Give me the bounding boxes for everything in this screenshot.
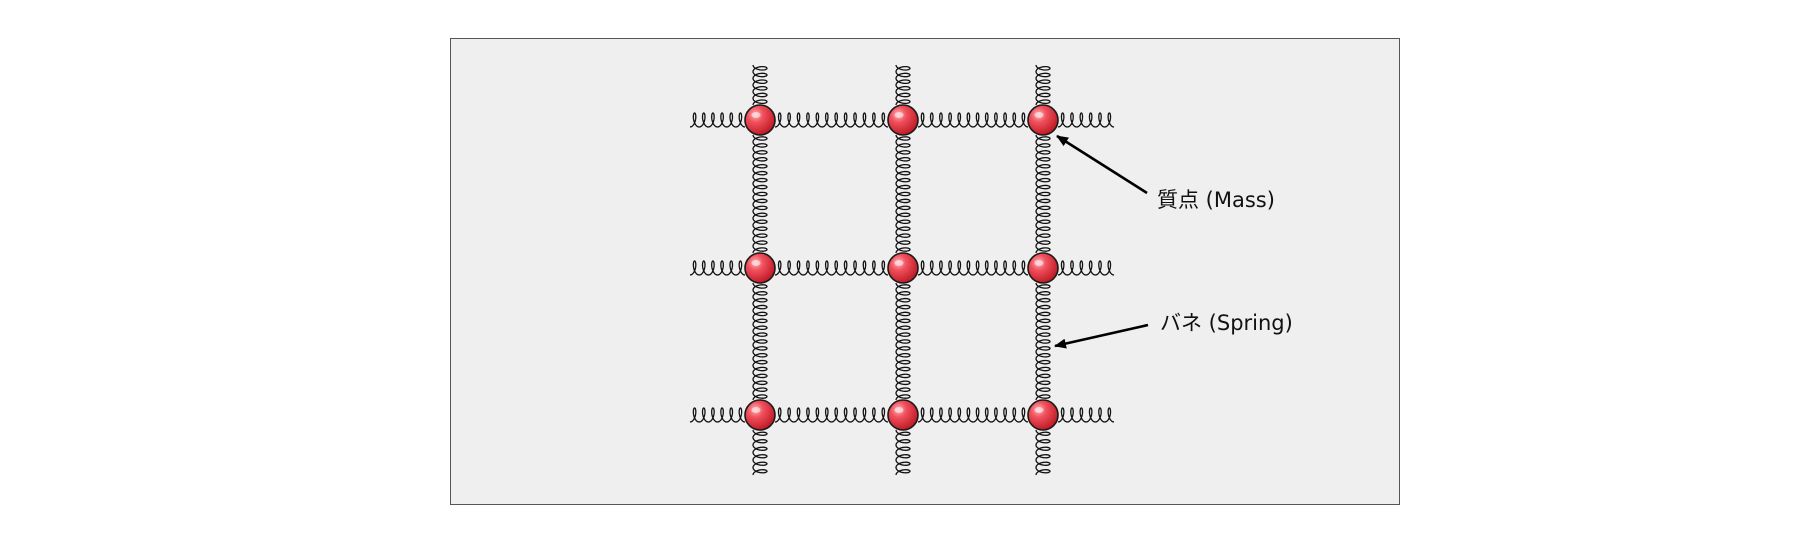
spring-stub-bottom-col1 xyxy=(752,429,768,476)
spring-stub-top-col1 xyxy=(752,64,768,106)
diagram-frame xyxy=(450,38,1400,505)
spring-horizontal-row3-col1 xyxy=(774,407,889,423)
mass-highlight xyxy=(1034,407,1044,413)
spring-vertical-col2-row2 xyxy=(895,282,911,401)
mass-highlight xyxy=(894,112,904,118)
mass-r2-c3 xyxy=(1027,252,1059,284)
spring-horizontal-row3-col2 xyxy=(917,407,1029,423)
spring-stub-right-row2 xyxy=(1057,260,1115,276)
spring-vertical-col2-row1 xyxy=(895,134,911,254)
mass-highlight xyxy=(751,260,761,266)
mass-r1-c3 xyxy=(1027,104,1059,136)
mass-r1-c1 xyxy=(744,104,776,136)
spring-stub-top-col3 xyxy=(1035,64,1051,106)
spring-stub-right-row3 xyxy=(1057,407,1115,423)
mass-highlight xyxy=(751,407,761,413)
spring-horizontal-row2-col1 xyxy=(774,260,889,276)
mass-highlight xyxy=(894,407,904,413)
springs-layer xyxy=(689,64,1115,476)
spring-stub-left-row3 xyxy=(689,407,746,423)
spring-label: バネ (Spring) xyxy=(1160,311,1293,335)
mass-r2-c2 xyxy=(887,252,919,284)
spring-vertical-col1-row1 xyxy=(752,134,768,254)
mass-r1-c2 xyxy=(887,104,919,136)
mass-highlight xyxy=(1034,112,1044,118)
spring-horizontal-row1-col1 xyxy=(774,112,889,128)
spring-vertical-col3-row1 xyxy=(1035,134,1051,254)
spring-annotation: バネ (Spring) xyxy=(1054,311,1293,349)
mass-arrow xyxy=(1056,134,1148,195)
mass-r3-c2 xyxy=(887,399,919,431)
mass-highlight xyxy=(894,260,904,266)
mass-annotation: 質点 (Mass) xyxy=(1056,134,1275,212)
spring-horizontal-row2-col2 xyxy=(917,260,1029,276)
spring-stub-bottom-col3 xyxy=(1035,429,1051,476)
mass-r3-c1 xyxy=(744,399,776,431)
spring-stub-top-col2 xyxy=(895,64,911,106)
spring-vertical-col1-row2 xyxy=(752,282,768,401)
spring-stub-left-row2 xyxy=(689,260,746,276)
mass-highlight xyxy=(1034,260,1044,266)
spring-stub-right-row1 xyxy=(1057,112,1115,128)
mass-r2-c1 xyxy=(744,252,776,284)
spring-stub-bottom-col2 xyxy=(895,429,911,476)
mass-highlight xyxy=(751,112,761,118)
spring-vertical-col3-row2 xyxy=(1035,282,1051,401)
mass-label: 質点 (Mass) xyxy=(1157,188,1275,212)
spring-stub-left-row1 xyxy=(689,112,746,128)
mass-r3-c3 xyxy=(1027,399,1059,431)
spring-horizontal-row1-col2 xyxy=(917,112,1029,128)
spring-arrow xyxy=(1054,323,1149,349)
masses-layer xyxy=(744,104,1059,431)
